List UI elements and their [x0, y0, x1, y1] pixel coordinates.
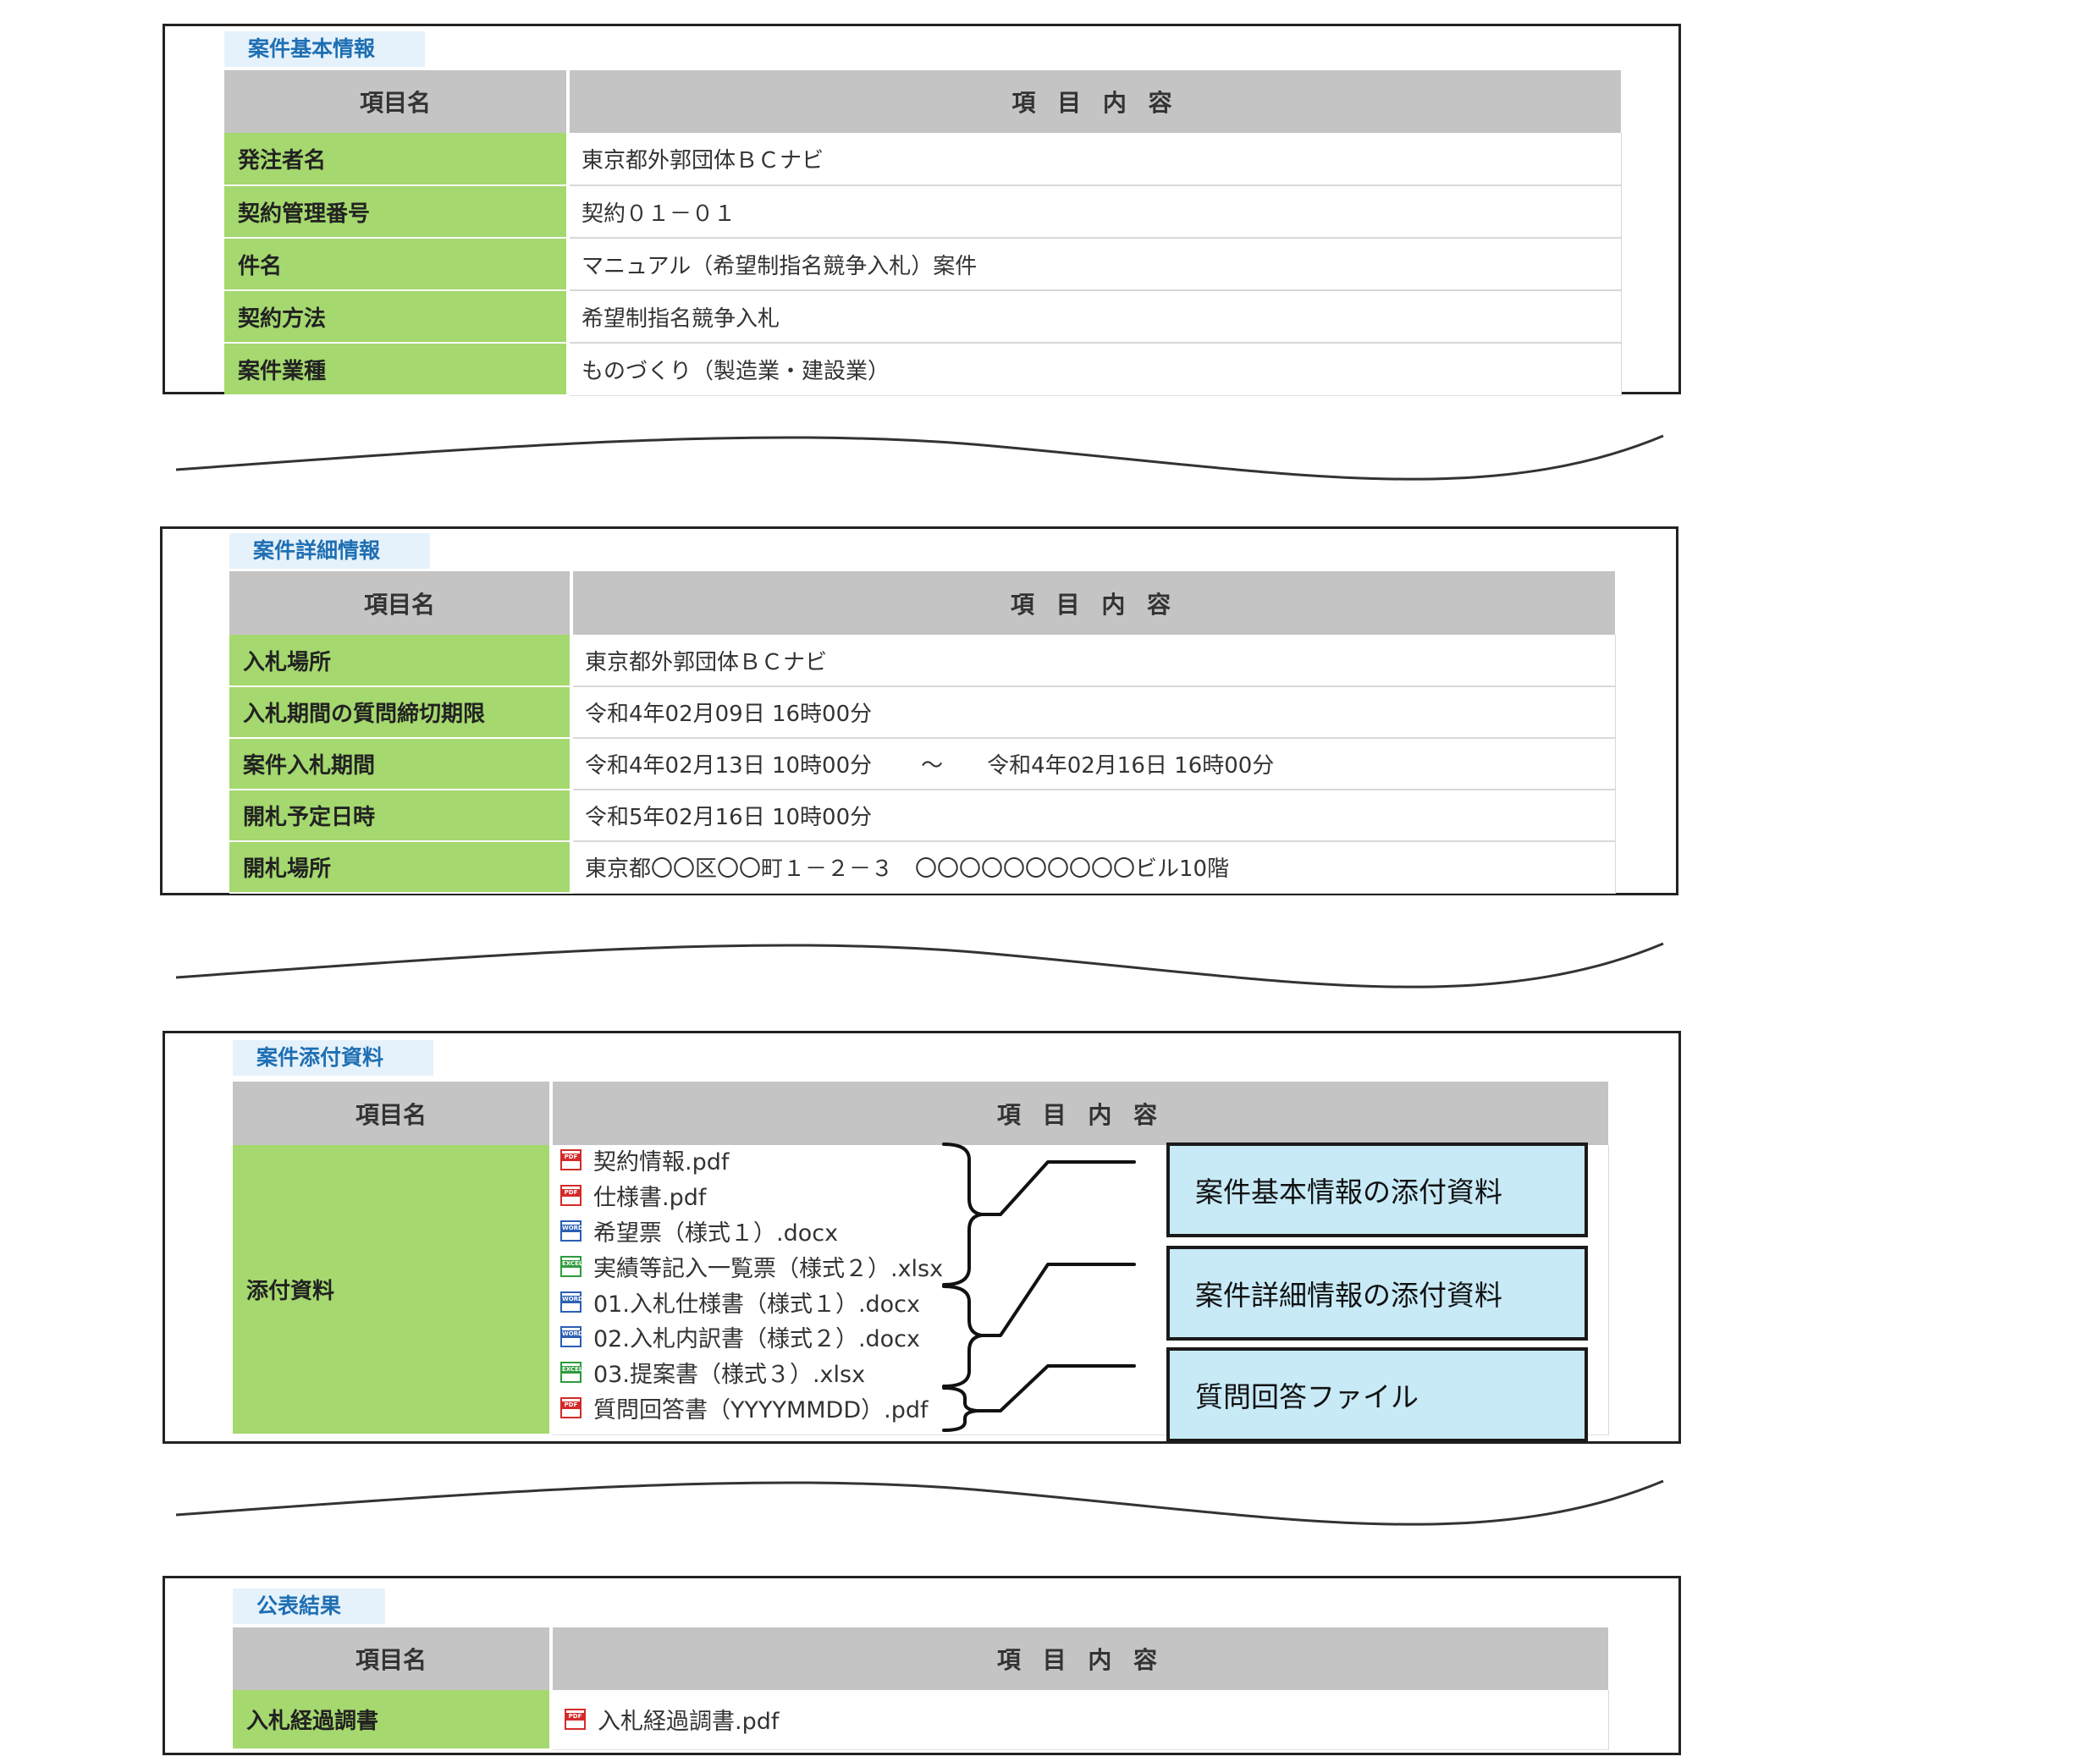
column-header-content: 項 目 内 容: [551, 1627, 1608, 1690]
row-value: 東京都外郭団体ＢＣナビ: [571, 635, 1616, 687]
table-row: 件名 マニュアル（希望制指名競争入札）案件: [224, 238, 1622, 291]
detail-info-panel: 案件詳細情報 項目名 項 目 内 容 入札場所 東京都外郭団体ＢＣナビ 入札期間…: [160, 526, 1678, 895]
file-link[interactable]: PDF 入札経過調書.pdf: [565, 1702, 1608, 1737]
wave-divider: [175, 434, 1664, 481]
file-name[interactable]: 実績等記入一覧票（様式２）.xlsx: [593, 1255, 944, 1282]
table-row: 入札期間の質問締切期限 令和4年02月09日 16時00分: [229, 686, 1616, 739]
callout-qa-file: 質問回答ファイル: [1166, 1347, 1588, 1442]
file-name[interactable]: 02.入札内訳書（様式２）.docx: [593, 1326, 921, 1353]
row-value: 東京都〇〇区〇〇町１－２－３ 〇〇〇〇〇〇〇〇〇〇ビル10階: [571, 841, 1616, 894]
row-value: 令和4年02月13日 10時00分 ～ 令和4年02月16日 16時00分: [571, 738, 1616, 790]
row-label: 開札場所: [229, 841, 573, 894]
row-value: 契約０１－０１: [568, 185, 1622, 239]
row-label: 件名: [224, 238, 570, 291]
results-table: 項目名 項 目 内 容 入札経過調書 PDF 入札経過調書.pdf: [233, 1627, 1609, 1750]
detail-info-title: 案件詳細情報: [229, 533, 430, 569]
bid-period-separator: ～: [921, 753, 944, 779]
basic-info-table: 項目名 項 目 内 容 発注者名 東京都外郭団体ＢＣナビ 契約管理番号 契約０１…: [224, 70, 1622, 396]
row-label: 入札期間の質問締切期限: [229, 686, 573, 739]
table-row: 契約管理番号 契約０１－０１: [224, 185, 1622, 239]
row-value: 東京都外郭団体ＢＣナビ: [568, 133, 1622, 186]
column-header-item: 項目名: [229, 571, 573, 635]
attachments-title: 案件添付資料: [233, 1040, 433, 1076]
column-header-item: 項目名: [233, 1627, 553, 1690]
word-file-icon: WORD: [560, 1291, 583, 1313]
word-file-icon: WORD: [560, 1220, 583, 1242]
file-name[interactable]: 入札経過調書.pdf: [598, 1709, 780, 1736]
pdf-file-icon: PDF: [560, 1149, 581, 1171]
file-link[interactable]: EXCEL 実績等記入一覧票（様式２）.xlsx: [560, 1248, 943, 1284]
row-label: 案件業種: [224, 343, 570, 396]
excel-file-icon: EXCEL: [560, 1362, 582, 1384]
word-file-icon: WORD: [560, 1326, 583, 1348]
row-label: 開札予定日時: [229, 790, 573, 842]
row-label: 契約管理番号: [224, 185, 570, 239]
callout-detail-attachments: 案件詳細情報の添付資料: [1166, 1246, 1588, 1341]
wave-divider: [175, 1479, 1664, 1526]
results-panel: 公表結果 項目名 項 目 内 容 入札経過調書 PDF 入札経過調書.pdf: [163, 1576, 1681, 1755]
row-label: 発注者名: [224, 133, 570, 186]
file-name[interactable]: 01.入札仕様書（様式１）.docx: [593, 1291, 921, 1318]
file-link[interactable]: WORD 01.入札仕様書（様式１）.docx: [560, 1284, 943, 1319]
row-value: PDF 入札経過調書.pdf: [551, 1690, 1609, 1750]
table-row: 開札予定日時 令和5年02月16日 10時00分: [229, 790, 1616, 842]
bid-period-start: 令和4年02月13日 10時00分: [585, 753, 873, 779]
row-value: 希望制指名競争入札: [568, 290, 1622, 344]
column-header-item: 項目名: [233, 1082, 553, 1145]
row-label: 入札経過調書: [233, 1690, 553, 1750]
pdf-file-icon: PDF: [565, 1709, 586, 1731]
file-name[interactable]: 03.提案書（様式３）.xlsx: [593, 1362, 866, 1389]
row-value: 令和4年02月09日 16時00分: [571, 686, 1616, 739]
row-label: 添付資料: [233, 1145, 553, 1435]
results-title: 公表結果: [233, 1589, 385, 1624]
file-link[interactable]: WORD 02.入札内訳書（様式２）.docx: [560, 1319, 943, 1355]
row-value: 令和5年02月16日 10時00分: [571, 790, 1616, 842]
basic-info-panel: 案件基本情報 項目名 項 目 内 容 発注者名 東京都外郭団体ＢＣナビ 契約管理…: [163, 24, 1681, 396]
column-header-item: 項目名: [224, 70, 570, 133]
file-link[interactable]: PDF 仕様書.pdf: [560, 1178, 943, 1214]
pdf-file-icon: PDF: [560, 1185, 581, 1207]
file-name[interactable]: 希望票（様式１）.docx: [593, 1220, 839, 1247]
table-row: 契約方法 希望制指名競争入札: [224, 290, 1622, 344]
table-row: 開札場所 東京都〇〇区〇〇町１－２－３ 〇〇〇〇〇〇〇〇〇〇ビル10階: [229, 841, 1616, 894]
table-row: 発注者名 東京都外郭団体ＢＣナビ: [224, 133, 1622, 186]
file-link[interactable]: PDF 質問回答書（YYYYMMDD）.pdf: [560, 1390, 943, 1426]
attachment-file-list: PDF 契約情報.pdf PDF 仕様書.pdf WORD 希望票（様式１）.d…: [560, 1143, 943, 1425]
excel-file-icon: EXCEL: [560, 1255, 582, 1277]
file-name[interactable]: 仕様書.pdf: [593, 1185, 707, 1212]
basic-info-title: 案件基本情報: [224, 31, 425, 67]
row-label: 入札場所: [229, 635, 573, 687]
row-value: マニュアル（希望制指名競争入札）案件: [568, 238, 1622, 291]
file-link[interactable]: PDF 契約情報.pdf: [560, 1143, 943, 1178]
wave-divider: [175, 942, 1664, 988]
callout-basic-attachments: 案件基本情報の添付資料: [1166, 1143, 1588, 1237]
table-row: 案件入札期間 令和4年02月13日 10時00分 ～ 令和4年02月16日 16時0…: [229, 738, 1616, 790]
table-row: 案件業種 ものづくり（製造業・建設業）: [224, 343, 1622, 396]
column-header-content: 項 目 内 容: [551, 1082, 1608, 1145]
row-label: 案件入札期間: [229, 738, 573, 790]
file-link[interactable]: WORD 希望票（様式１）.docx: [560, 1214, 943, 1249]
table-row: 入札経過調書 PDF 入札経過調書.pdf: [233, 1690, 1609, 1750]
file-name[interactable]: 質問回答書（YYYYMMDD）.pdf: [593, 1396, 929, 1423]
pdf-file-icon: PDF: [560, 1396, 581, 1418]
bid-period-end: 令和4年02月16日 16時00分: [987, 753, 1275, 779]
row-label: 契約方法: [224, 290, 570, 344]
column-header-content: 項 目 内 容: [571, 571, 1615, 635]
table-row: 入札場所 東京都外郭団体ＢＣナビ: [229, 635, 1616, 687]
row-value: ものづくり（製造業・建設業）: [568, 343, 1622, 396]
file-link[interactable]: EXCEL 03.提案書（様式３）.xlsx: [560, 1355, 943, 1390]
file-name[interactable]: 契約情報.pdf: [593, 1149, 730, 1176]
column-header-content: 項 目 内 容: [568, 70, 1621, 133]
detail-info-table: 項目名 項 目 内 容 入札場所 東京都外郭団体ＢＣナビ 入札期間の質問締切期限…: [229, 571, 1616, 894]
